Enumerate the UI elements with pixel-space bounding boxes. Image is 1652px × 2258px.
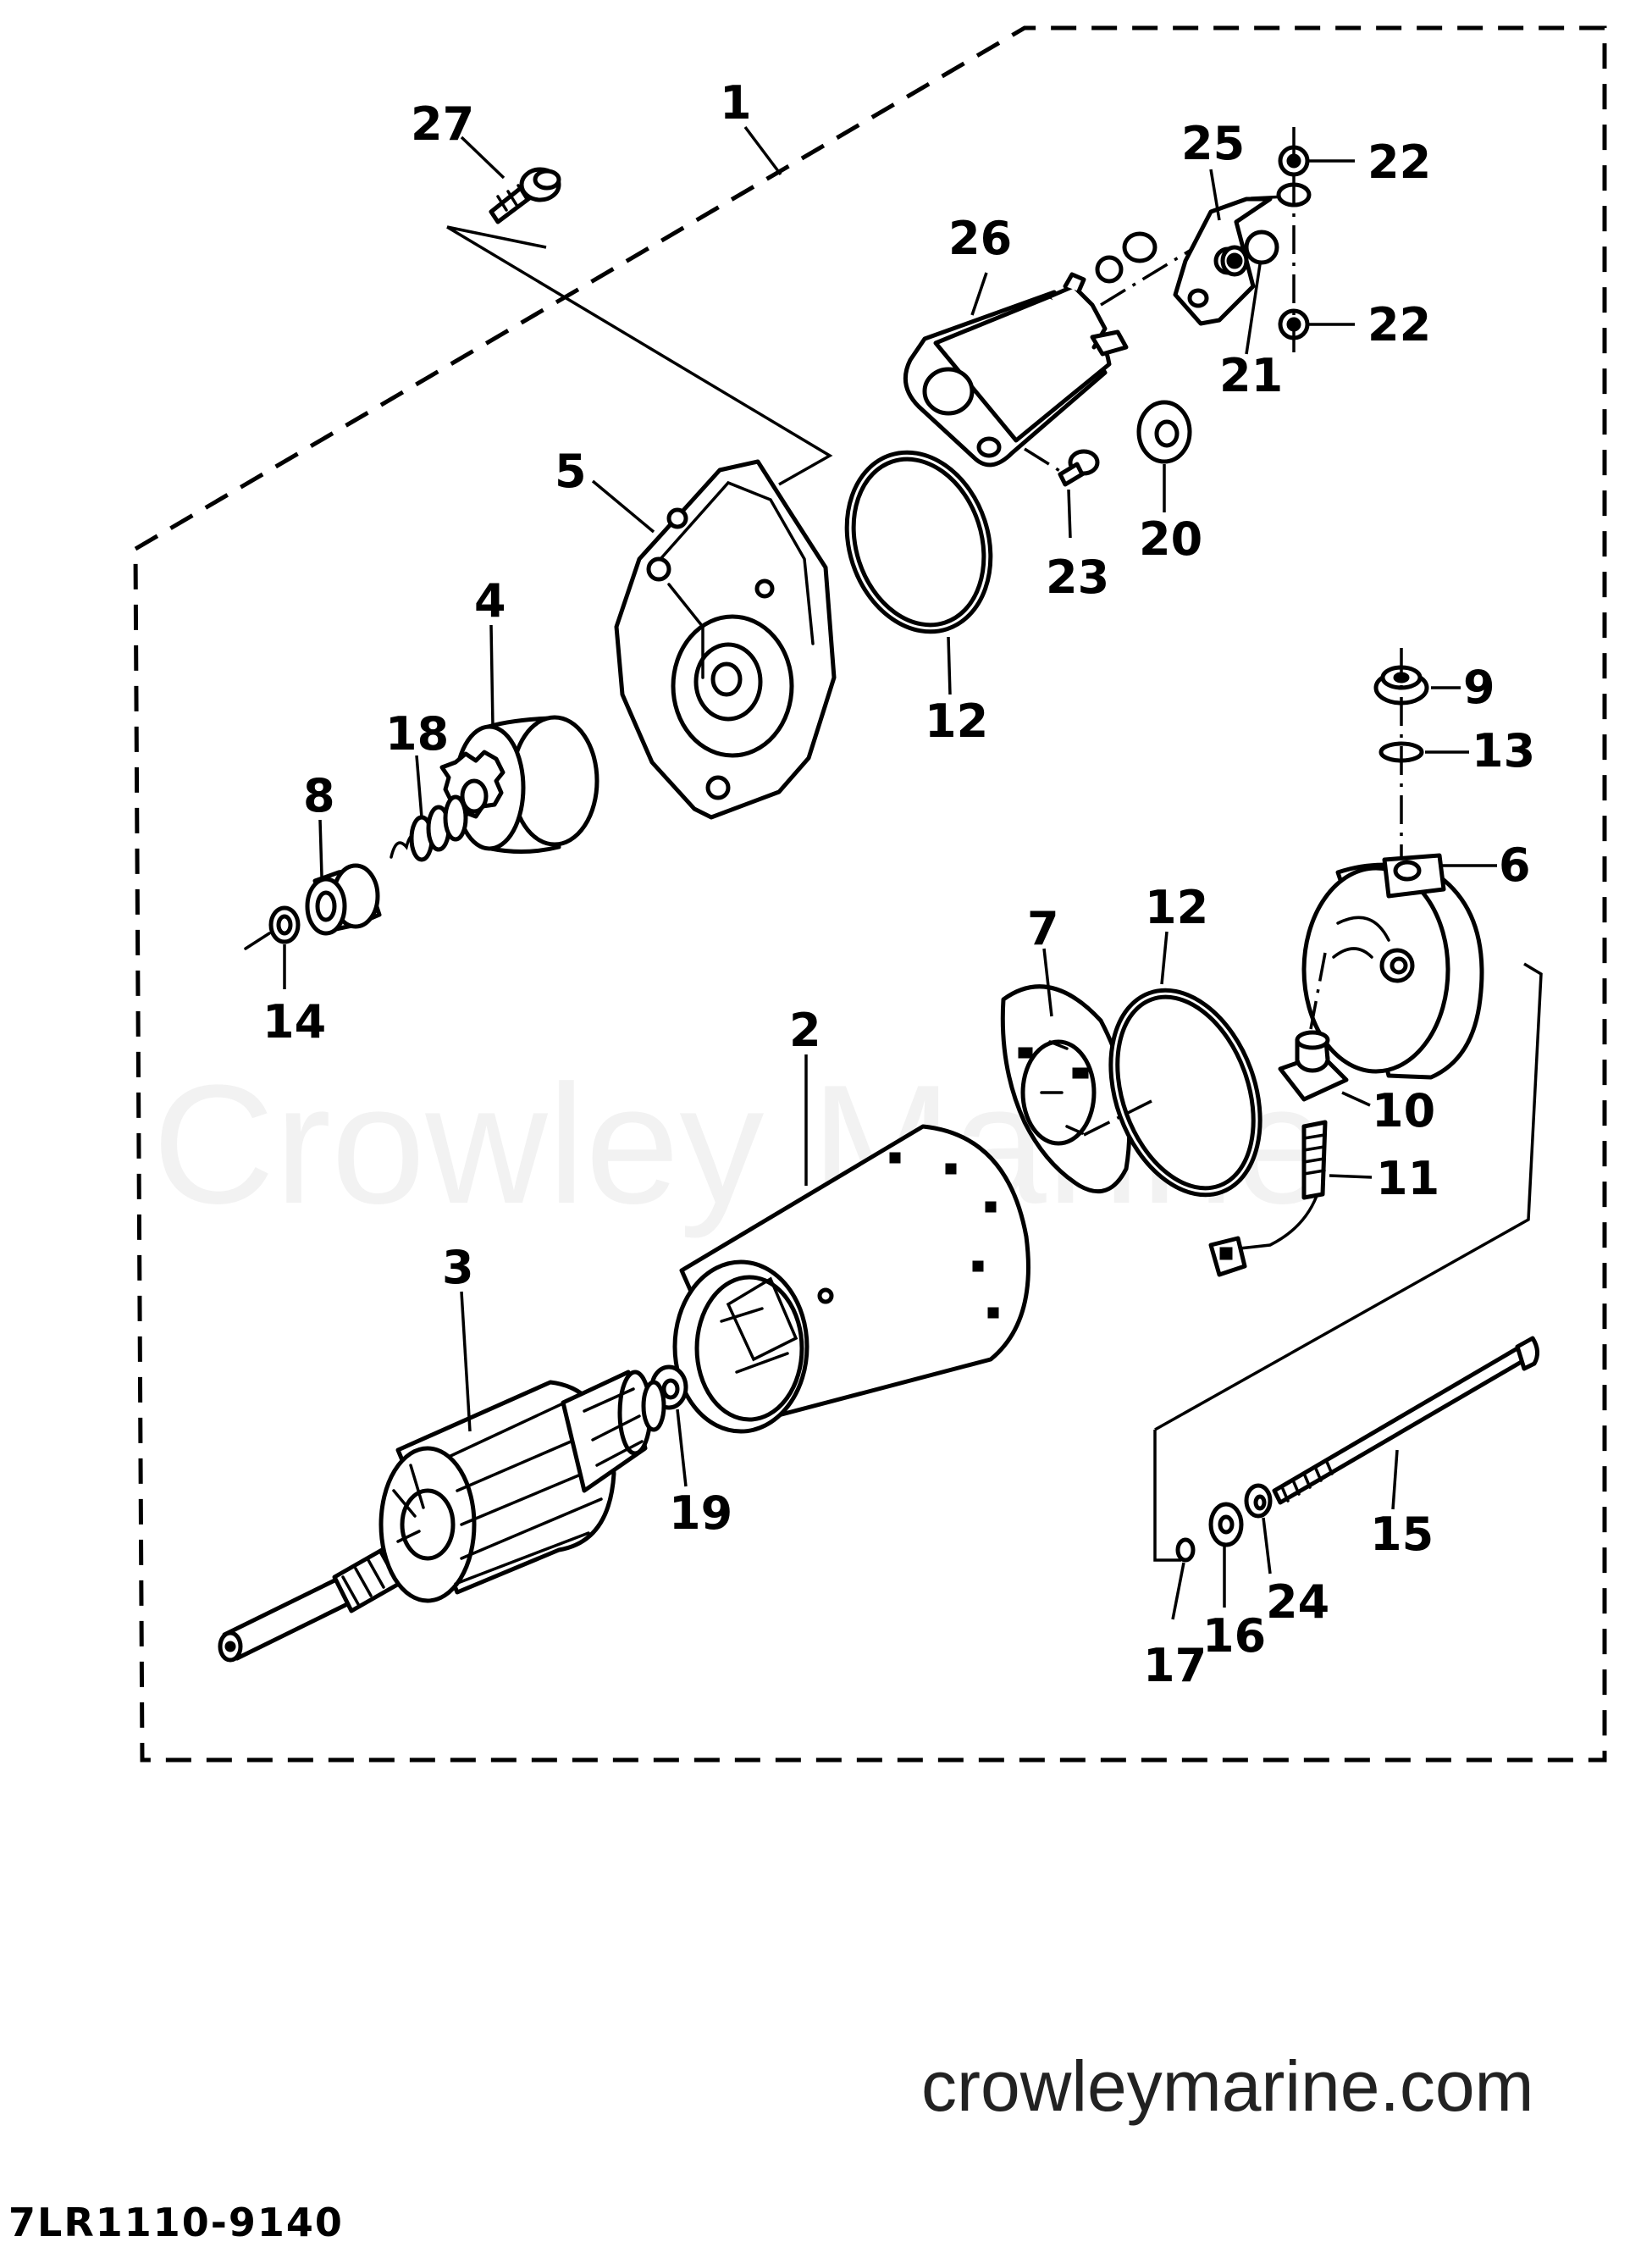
leader-12-lower — [1160, 931, 1169, 985]
leader-21 — [1245, 263, 1262, 355]
callout-2: 2 — [789, 1004, 821, 1057]
leader-8 — [318, 819, 323, 877]
callout-10: 10 — [1372, 1084, 1435, 1137]
leader-23-dashdot — [1024, 447, 1066, 476]
leader-10 — [1341, 1091, 1371, 1107]
leader-19 — [676, 1408, 688, 1487]
callout-15: 15 — [1370, 1508, 1434, 1561]
part-14-snap-ring[interactable] — [268, 905, 301, 944]
callout-1: 1 — [720, 76, 752, 130]
callout-17: 17 — [1143, 1639, 1207, 1692]
part-3-armature[interactable] — [218, 1370, 666, 1663]
bracket-15-left — [1153, 1430, 1181, 1562]
callout-4: 4 — [474, 574, 506, 628]
leader-24 — [1262, 1517, 1272, 1575]
part-12-oring-lower[interactable] — [1084, 969, 1287, 1215]
callout-22-upper: 22 — [1367, 136, 1431, 189]
leader-23 — [1067, 489, 1072, 539]
callout-25: 25 — [1181, 117, 1245, 170]
callout-16: 16 — [1202, 1609, 1266, 1663]
part-8-collar[interactable] — [305, 863, 382, 936]
part-10-insulator[interactable] — [1278, 1030, 1349, 1102]
callout-26: 26 — [948, 212, 1012, 265]
callout-11: 11 — [1376, 1152, 1439, 1205]
dashdot-6-10 — [1309, 952, 1327, 1030]
bracket-6-11-to-15 — [1154, 962, 1543, 1431]
leader-3 — [460, 1291, 472, 1432]
part-21-nut[interactable] — [1220, 230, 1279, 277]
callout-22-lower: 22 — [1367, 298, 1431, 351]
dashdot-solenoid-terminal — [1100, 242, 1202, 307]
part-5-front-cover[interactable] — [614, 459, 837, 820]
part-6-rear-cover[interactable] — [1301, 853, 1484, 1080]
callout-19: 19 — [669, 1486, 732, 1540]
callout-14: 14 — [262, 995, 326, 1049]
leader-11 — [1329, 1174, 1373, 1179]
leader-4 — [489, 624, 494, 728]
leader-15 — [1391, 1449, 1399, 1510]
part-18-spring[interactable] — [390, 794, 469, 862]
part-20-washer[interactable] — [1136, 400, 1192, 464]
part-26-solenoid[interactable] — [903, 272, 1129, 468]
part-16-washer[interactable] — [1208, 1502, 1244, 1547]
callout-7: 7 — [1027, 902, 1059, 955]
callout-13: 13 — [1472, 724, 1535, 778]
callout-27: 27 — [411, 97, 474, 151]
callout-5: 5 — [555, 445, 587, 498]
leader-17 — [1171, 1562, 1185, 1620]
site-url: crowleymarine.com — [921, 2046, 1534, 2126]
callout-20: 20 — [1139, 512, 1202, 566]
leader-26 — [970, 272, 988, 316]
callout-12-lower: 12 — [1145, 881, 1208, 934]
reference-code: 7LR1110-9140 — [8, 2200, 344, 2245]
part-11-brush[interactable] — [1208, 1120, 1328, 1277]
leader-7 — [1042, 948, 1053, 1017]
callout-18: 18 — [385, 707, 449, 761]
callout-8: 8 — [303, 769, 335, 822]
callout-3: 3 — [442, 1241, 474, 1294]
callout-6: 6 — [1499, 838, 1531, 892]
part-2-yoke[interactable] — [672, 1124, 1030, 1434]
assembly-outline — [133, 25, 1607, 1763]
part-24-lock-washer[interactable] — [1244, 1483, 1273, 1519]
leader-12-upper — [947, 636, 952, 695]
leader-1 — [743, 125, 782, 176]
part-23-bolt[interactable] — [1058, 449, 1100, 487]
part-15-through-bolt[interactable] — [1272, 1336, 1539, 1505]
part-7-brush-plate[interactable] — [1000, 984, 1132, 1194]
leader-14-axis — [244, 932, 271, 950]
part-4-drive-clutch[interactable] — [439, 715, 599, 855]
leader-5 — [591, 479, 655, 534]
part-12-oring-upper[interactable] — [825, 434, 1014, 650]
callout-21: 21 — [1219, 349, 1283, 402]
callout-24: 24 — [1266, 1575, 1329, 1629]
part-27-bolt[interactable] — [489, 167, 561, 224]
dashdot-7-12 — [1083, 1099, 1152, 1137]
callout-23: 23 — [1046, 551, 1109, 604]
leader-27-to-cover — [446, 225, 833, 486]
callout-12-upper: 12 — [925, 695, 988, 748]
part-washer-small[interactable] — [1095, 231, 1158, 284]
leader-25 — [1209, 169, 1221, 221]
callout-9: 9 — [1463, 661, 1495, 714]
part-22-nut-upper[interactable] — [1278, 145, 1310, 177]
leader-18 — [415, 755, 423, 818]
part-17-washer[interactable] — [1175, 1537, 1196, 1563]
leader-27 — [460, 136, 506, 180]
part-19-washer[interactable] — [649, 1364, 688, 1410]
